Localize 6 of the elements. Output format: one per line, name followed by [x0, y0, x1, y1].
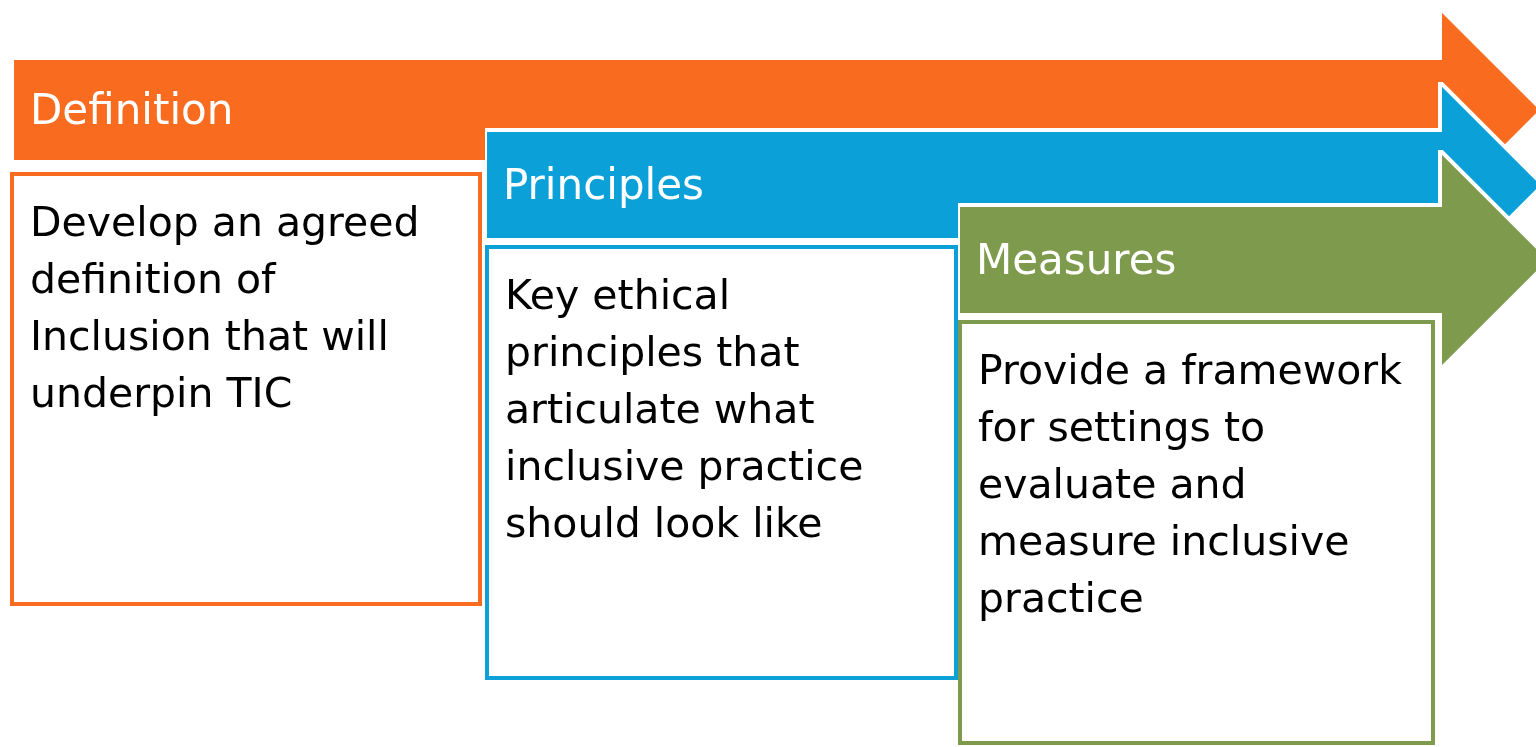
- description-box: Provide a framework for settings to evaluate and measure inclusive practice: [958, 320, 1435, 745]
- stage-heading: Measures: [976, 235, 1177, 285]
- description-box: Key ethical principles that articulate what inclusive practice should look like: [485, 245, 958, 680]
- description-box: Develop an agreed definition of Inclusion that will underpin TIC: [10, 172, 482, 606]
- stage-heading: Principles: [503, 160, 704, 210]
- stage-heading: Definition: [30, 85, 234, 135]
